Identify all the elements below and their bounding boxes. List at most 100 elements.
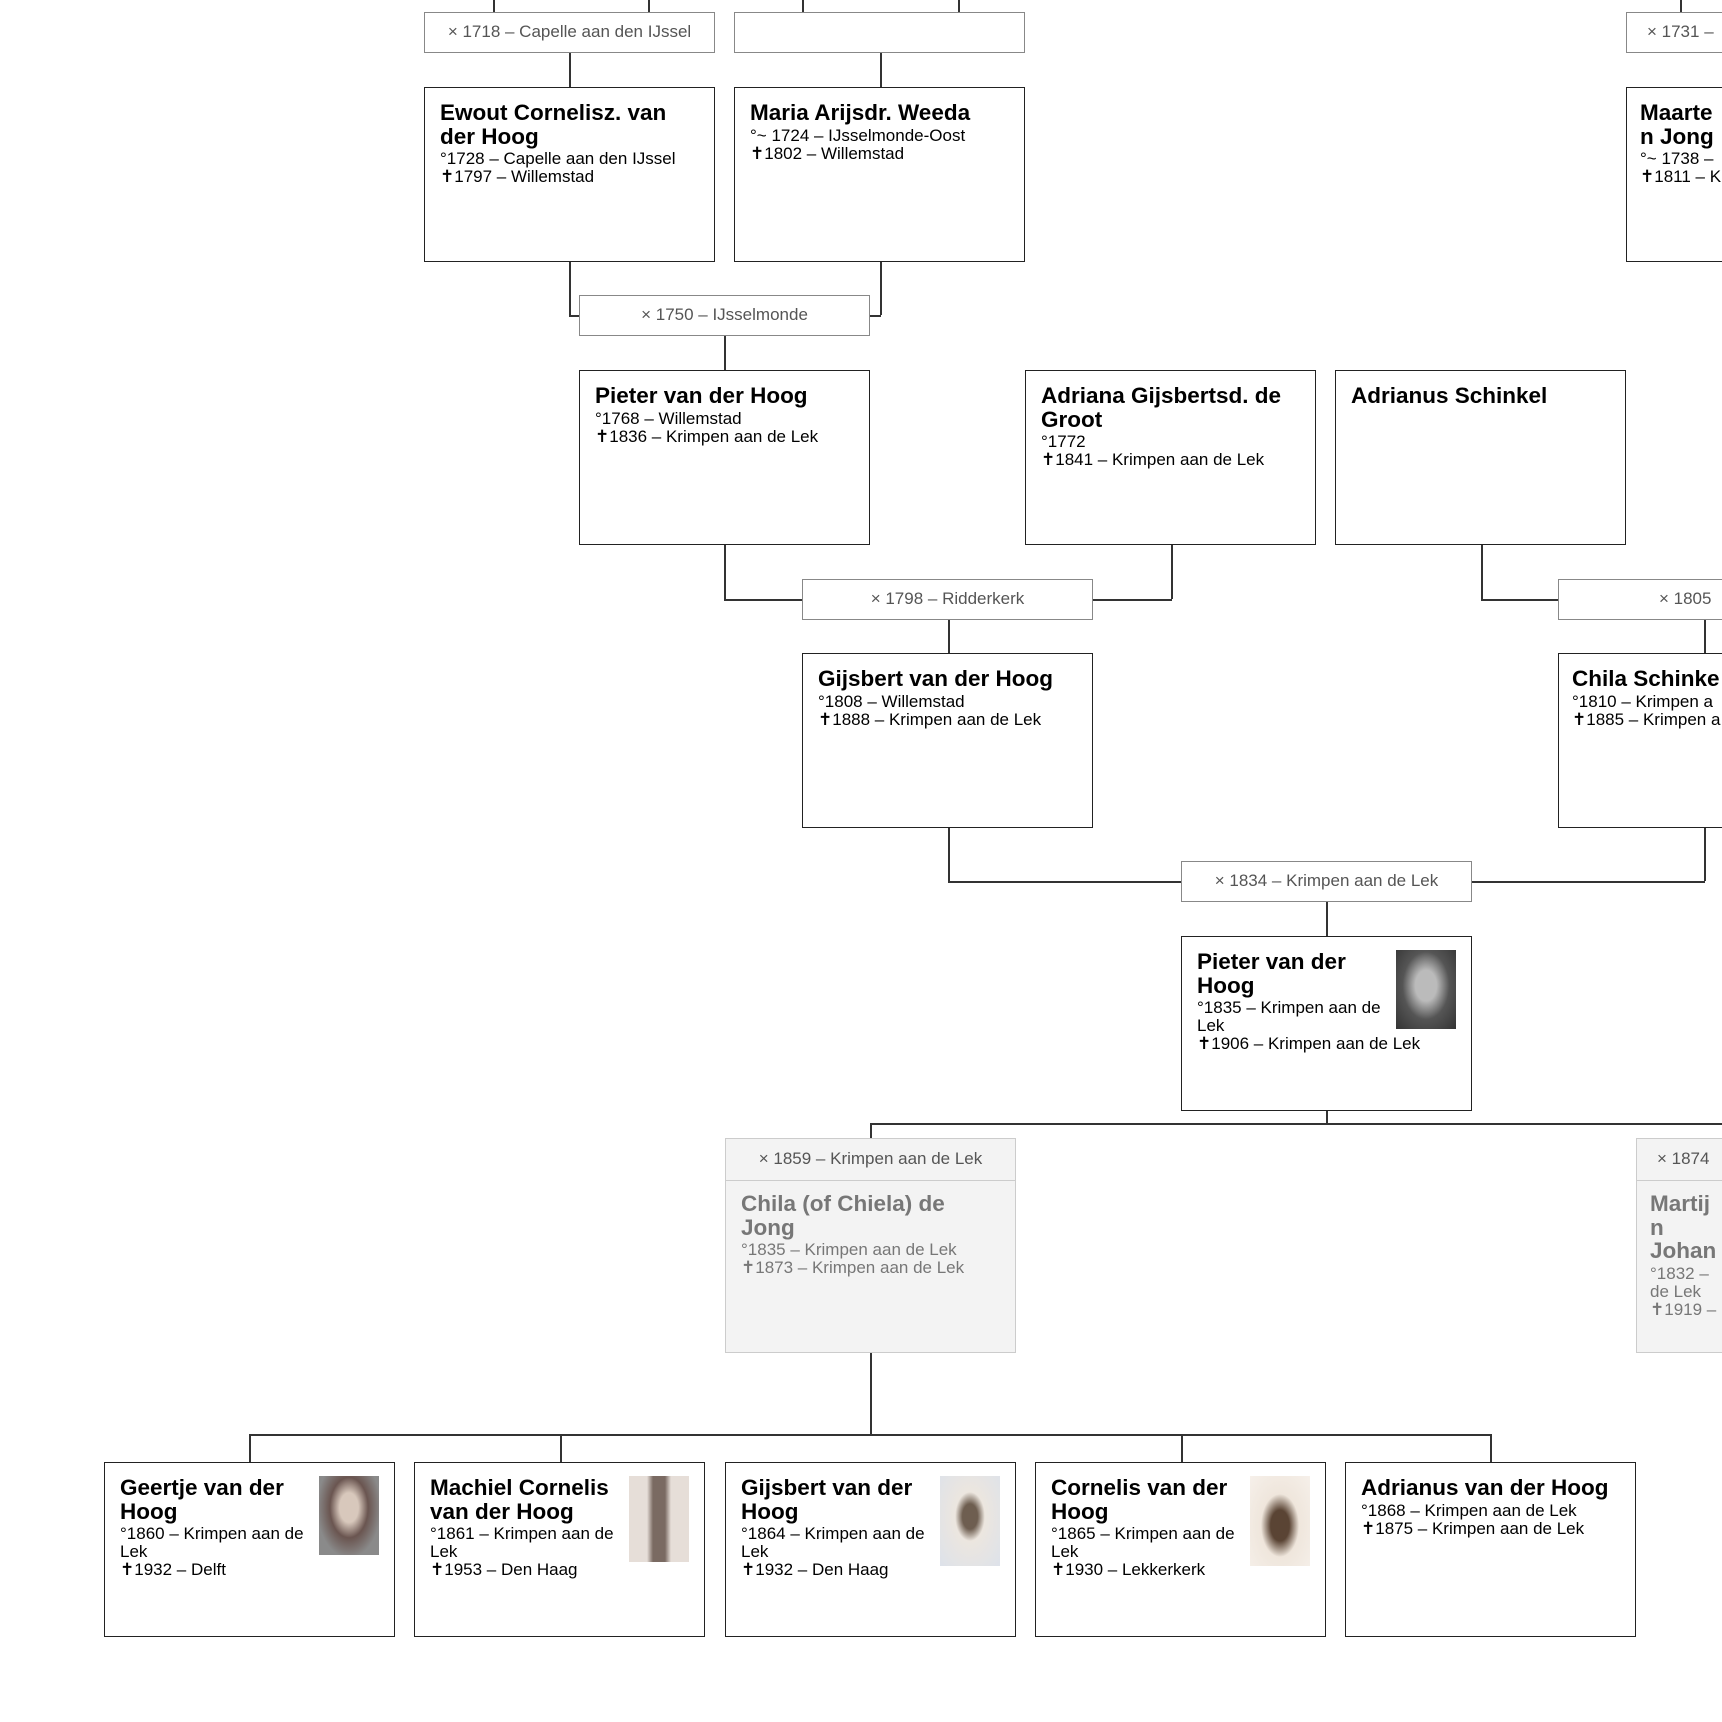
person-name: Adriana Gijsbertsd. de Groot bbox=[1041, 383, 1282, 432]
marriage-box[interactable] bbox=[734, 12, 1025, 53]
birth-info: °1810 – Krimpen a bbox=[1572, 691, 1713, 711]
connector-line bbox=[948, 619, 950, 653]
person-card[interactable]: Pieter van der Hoog °1768 – Willemstad ✝… bbox=[579, 370, 870, 545]
person-name: Martijn Johan bbox=[1650, 1191, 1717, 1264]
death-info: ✝1932 – Den Haag bbox=[741, 1560, 889, 1580]
connector-line bbox=[249, 1434, 251, 1462]
person-card[interactable]: Chila Schinke °1810 – Krimpen a ✝1885 – … bbox=[1558, 653, 1722, 828]
connector-line bbox=[1481, 599, 1559, 601]
person-name: Maarten Jong bbox=[1640, 100, 1714, 149]
person-name: Maria Arijsdr. Weeda bbox=[750, 100, 971, 125]
child-card[interactable]: Machiel Cornelis van der Hoog °1861 – Kr… bbox=[414, 1462, 705, 1637]
connector-line bbox=[560, 1434, 562, 1462]
spouse-card[interactable]: × 1859 – Krimpen aan de Lek Chila (of Ch… bbox=[725, 1138, 1016, 1353]
connector-line bbox=[1481, 544, 1483, 599]
connector-line bbox=[249, 1434, 1491, 1436]
birth-info: °1835 – Krimpen aan de Lek bbox=[1197, 998, 1381, 1036]
death-info: ✝1930 – Lekkerkerk bbox=[1051, 1560, 1206, 1580]
connector-line bbox=[493, 0, 495, 12]
person-name: Pieter van der Hoog bbox=[1197, 949, 1346, 998]
death-info: ✝1932 – Delft bbox=[120, 1560, 226, 1580]
person-name: Gijsbert van der Hoog bbox=[818, 666, 1054, 691]
connector-line bbox=[1490, 1434, 1492, 1462]
marriage-box[interactable]: × 1718 – Capelle aan den IJssel bbox=[424, 12, 715, 53]
spouse-card[interactable]: × 1874 Martijn Johan °1832 – de Lek ✝191… bbox=[1636, 1138, 1722, 1353]
person-name: Ewout Cornelisz. van der Hoog bbox=[440, 100, 667, 149]
person-name: Adrianus Schinkel bbox=[1351, 383, 1548, 408]
death-info: ✝1836 – Krimpen aan de Lek bbox=[595, 426, 819, 446]
portrait-photo[interactable] bbox=[1396, 950, 1456, 1029]
person-card[interactable]: Adrianus Schinkel bbox=[1335, 370, 1626, 545]
birth-info: °1868 – Krimpen aan de Lek bbox=[1361, 1500, 1577, 1520]
birth-info: °1728 – Capelle aan den IJssel bbox=[440, 149, 676, 169]
death-info: ✝1906 – Krimpen aan de Lek bbox=[1197, 1034, 1421, 1054]
connector-line bbox=[1704, 827, 1706, 881]
marriage-box[interactable]: × 1750 – IJsselmonde bbox=[579, 295, 870, 336]
connector-line bbox=[1181, 1434, 1183, 1462]
connector-line bbox=[569, 53, 571, 87]
birth-info: °1808 – Willemstad bbox=[818, 691, 965, 711]
connector-line bbox=[870, 315, 881, 317]
connector-line bbox=[1171, 544, 1173, 599]
death-info: ✝1888 – Krimpen aan de Lek bbox=[818, 709, 1042, 729]
connector-line bbox=[569, 315, 580, 317]
death-info: ✝1802 – Willemstad bbox=[750, 143, 905, 163]
person-card[interactable]: Gijsbert van der Hoog °1808 – Willemstad… bbox=[802, 653, 1093, 828]
person-name: Cornelis van der Hoog bbox=[1051, 1475, 1228, 1524]
person-name: Gijsbert van der Hoog bbox=[741, 1475, 913, 1524]
death-info: ✝1875 – Krimpen aan de Lek bbox=[1361, 1518, 1585, 1538]
birth-info: °~ 1738 – bbox=[1640, 149, 1714, 169]
death-info: ✝1885 – Krimpen a bbox=[1572, 709, 1721, 729]
connector-line bbox=[880, 261, 882, 315]
connector-line bbox=[1326, 902, 1328, 936]
birth-info: °1772 bbox=[1041, 432, 1086, 452]
person-card[interactable]: Ewout Cornelisz. van der Hoog °1728 – Ca… bbox=[424, 87, 715, 262]
portrait-photo[interactable] bbox=[319, 1476, 379, 1555]
birth-info: °~ 1724 – IJsselmonde-Oost bbox=[750, 125, 966, 145]
portrait-photo[interactable] bbox=[1250, 1476, 1310, 1566]
connector-line bbox=[948, 827, 950, 881]
person-name: Geertje van der Hoog bbox=[120, 1475, 284, 1524]
connector-line bbox=[724, 544, 726, 599]
connector-line bbox=[1680, 0, 1682, 12]
connector-line bbox=[880, 53, 882, 87]
birth-info: °1835 – Krimpen aan de Lek bbox=[741, 1240, 957, 1260]
death-info: ✝1919 – bbox=[1650, 1299, 1717, 1319]
birth-info: °1860 – Krimpen aan de Lek bbox=[120, 1524, 304, 1562]
child-card[interactable]: Geertje van der Hoog °1860 – Krimpen aan… bbox=[104, 1462, 395, 1637]
connector-line bbox=[1704, 619, 1706, 653]
portrait-photo[interactable] bbox=[940, 1476, 1000, 1566]
connector-line bbox=[648, 0, 650, 12]
connector-line bbox=[724, 599, 803, 601]
person-card[interactable]: Pieter van der Hoog °1835 – Krimpen aan … bbox=[1181, 936, 1472, 1111]
death-info: ✝1873 – Krimpen aan de Lek bbox=[741, 1258, 965, 1278]
child-card[interactable]: Adrianus van der Hoog °1868 – Krimpen aa… bbox=[1345, 1462, 1636, 1637]
person-card[interactable]: Maarten Jong °~ 1738 – ✝1811 – K bbox=[1626, 87, 1722, 262]
person-name: Machiel Cornelis van der Hoog bbox=[430, 1475, 609, 1524]
portrait-photo[interactable] bbox=[629, 1476, 689, 1562]
marriage-info: × 1859 – Krimpen aan de Lek bbox=[726, 1139, 1015, 1181]
person-card[interactable]: Adriana Gijsbertsd. de Groot °1772 ✝1841… bbox=[1025, 370, 1316, 545]
death-info: ✝1811 – K bbox=[1640, 167, 1722, 187]
birth-info: °1832 – de Lek bbox=[1650, 1263, 1709, 1301]
child-card[interactable]: Gijsbert van der Hoog °1864 – Krimpen aa… bbox=[725, 1462, 1016, 1637]
person-card[interactable]: Maria Arijsdr. Weeda °~ 1724 – IJsselmon… bbox=[734, 87, 1025, 262]
connector-line bbox=[870, 1353, 872, 1434]
death-info: ✝1841 – Krimpen aan de Lek bbox=[1041, 450, 1265, 470]
person-name: Pieter van der Hoog bbox=[595, 383, 808, 408]
connector-line bbox=[870, 1123, 872, 1138]
birth-info: °1861 – Krimpen aan de Lek bbox=[430, 1524, 614, 1562]
birth-info: °1865 – Krimpen aan de Lek bbox=[1051, 1524, 1235, 1562]
child-card[interactable]: Cornelis van der Hoog °1865 – Krimpen aa… bbox=[1035, 1462, 1326, 1637]
connector-line bbox=[948, 881, 1181, 883]
marriage-box[interactable]: × 1798 – Ridderkerk bbox=[802, 579, 1093, 620]
marriage-box[interactable]: × 1805 bbox=[1558, 579, 1722, 620]
marriage-box[interactable]: × 1834 – Krimpen aan de Lek bbox=[1181, 861, 1472, 902]
marriage-box[interactable]: × 1731 – bbox=[1626, 12, 1722, 53]
connector-line bbox=[724, 336, 726, 370]
marriage-info: × 1874 bbox=[1637, 1139, 1722, 1181]
connector-line bbox=[1326, 1110, 1328, 1123]
connector-line bbox=[958, 0, 960, 12]
birth-info: °1768 – Willemstad bbox=[595, 408, 742, 428]
